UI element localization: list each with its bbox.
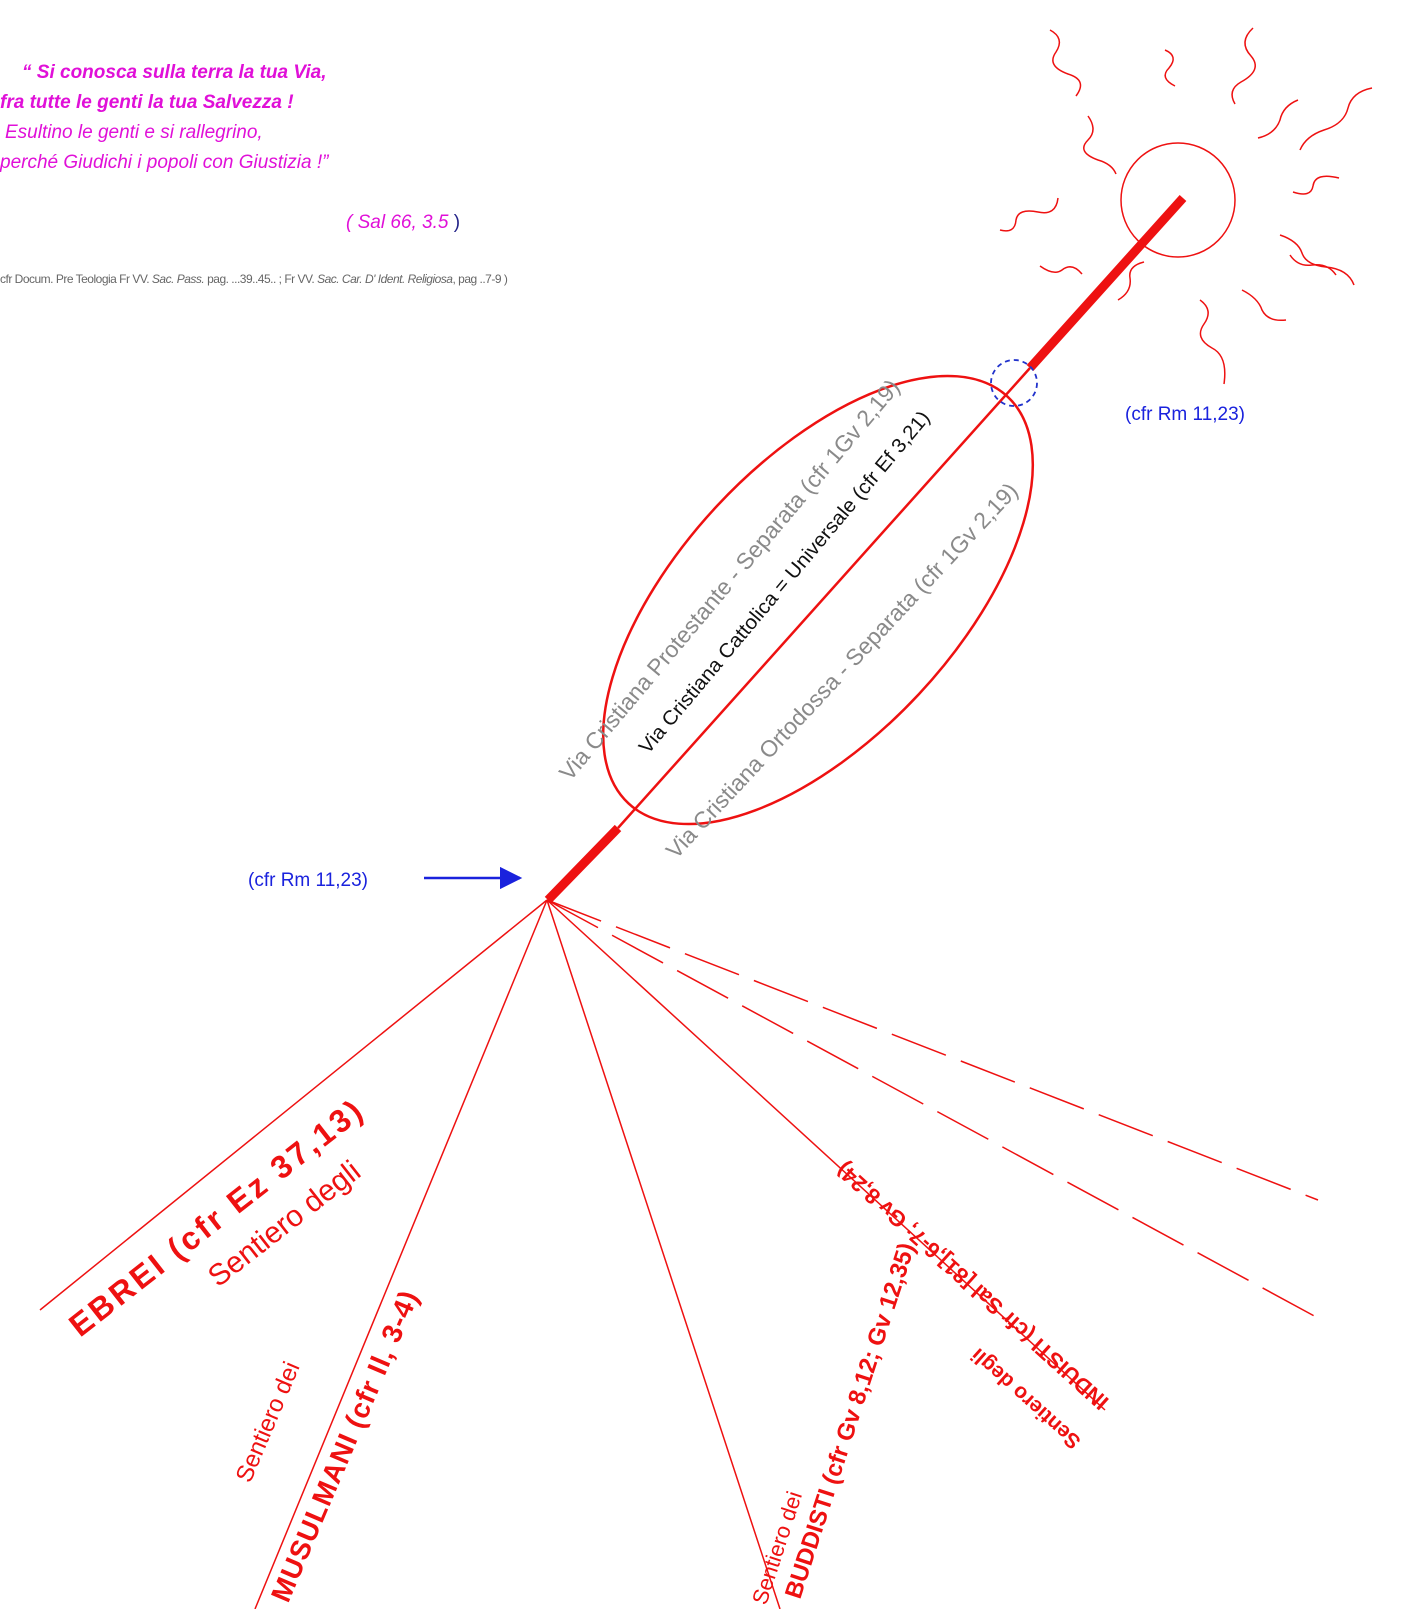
way-upper-segment [1026,194,1187,372]
source-note-title-2: Sac. Car. D' Ident. Religiosa [317,272,453,286]
quote-line-4: perché Giudichi i popoli con Giustizia !… [0,152,329,173]
sun-ray [1039,265,1083,275]
sun-ray [1083,115,1117,175]
quote-reference-paren: ) [453,212,461,233]
label-buddisti-bottom: BUDDISTI (cfr Gv 8,12; Gv 12,35) [780,1240,921,1602]
label-musulmani-top: Sentiero dei [231,1358,306,1486]
source-note-title-1: Sac. Pass. [151,272,205,286]
quote-line-3: Esultino le genti e si rallegrino, [5,122,263,143]
source-note-suffix: , pag ..7-9 ) [452,272,508,286]
path-induisti [546,899,1106,1411]
main-way [544,194,1187,904]
path-buddisti [546,899,781,1609]
quote-line-1: “ Si conosca sulla terra la tua Via, [22,62,327,83]
junction-marker-icon [990,359,1038,407]
christian-ways-ellipse [601,374,1035,826]
source-note-mid: pag. ...39..45.. ; Fr VV. [204,272,318,286]
label-musulmani-bottom: MUSULMANI (cfr Il, 3-4) [265,1285,425,1606]
sun-ray [1117,261,1145,301]
sun-ray [1292,175,1340,195]
sun-ray [1299,87,1373,151]
quote-reference-text: ( Sal 66, 3.5 [346,212,454,233]
ref-left: (cfr Rm 11,23) [248,870,368,891]
sun-ray [1164,49,1176,87]
catholic-way-line [617,367,1031,829]
label-protestant-way: Via Cristiana Protestante - Separata (cf… [554,374,905,785]
sun-icon [999,27,1373,385]
label-ebrei-bottom: EBREI (cfr Ez 37,13) [62,1091,371,1344]
source-note-prefix: cfr Docum. Pre Teologia Fr VV. [0,272,152,286]
sun-ray [1241,289,1287,322]
way-lower-segment [544,824,622,904]
quote-reference: ( Sal 66, 3.5 ) [346,208,460,238]
sun-ray [1199,299,1226,385]
path-musulmani [254,899,548,1609]
sun-ray [1231,27,1256,105]
psalm-quote: “ Si conosca sulla terra la tua Via, fra… [0,58,520,233]
sun-ray [999,197,1059,232]
sun-ray [1049,29,1082,97]
label-catholic-way: Via Cristiana Cattolica = Universale (cf… [635,407,935,758]
sun-ray [1257,99,1299,139]
path-ebrei [39,899,548,1311]
sun-ray [1289,254,1337,276]
source-note: cfr Docum. Pre Teologia Fr VV. Sac. Pass… [0,272,508,286]
ref-right: (cfr Rm 11,23) [1125,404,1245,425]
sun-ray [1279,234,1355,286]
quote-line-2: fra tutte le genti la tua Salvezza ! [0,92,294,113]
paths [39,899,1319,1609]
sun-disc [1120,142,1236,258]
path-unknown-2 [546,899,1319,1201]
